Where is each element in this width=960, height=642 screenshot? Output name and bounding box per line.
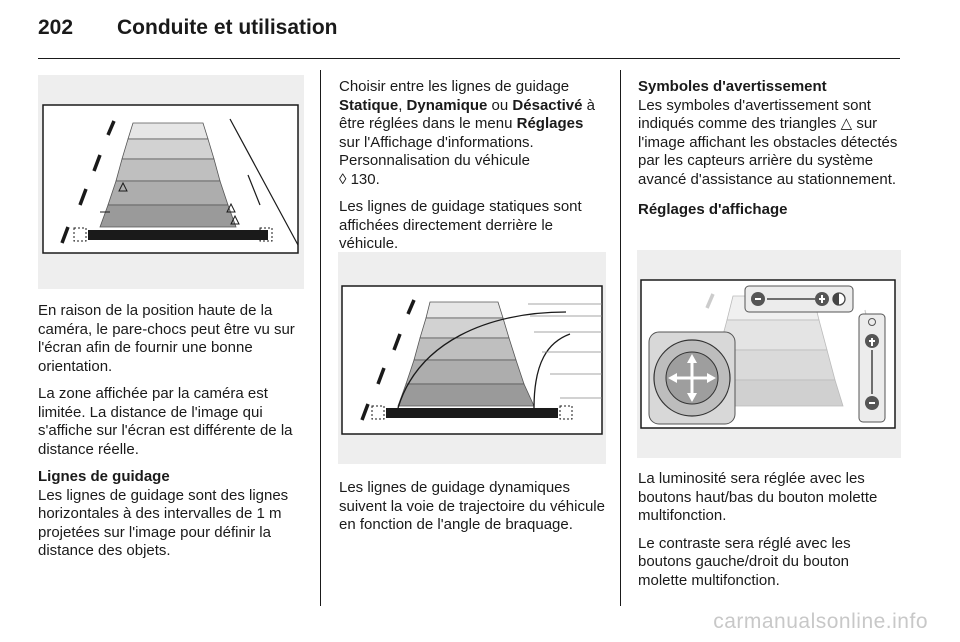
column-3: Symboles d'avertissement Les symboles d'… xyxy=(638,78,902,220)
column-3-lower: La luminosité sera réglée avec les bouto… xyxy=(638,470,902,599)
column-2-lower: Les lignes de guidage dynamiques suivent… xyxy=(339,479,607,544)
paragraph-guidelines: Les lignes de guidage sont des lignes ho… xyxy=(38,486,289,560)
paragraph-brightness: La luminosité sera réglée avec les bouto… xyxy=(638,470,878,524)
paragraph-static-guidelines: Les lignes de guidage statiques sont aff… xyxy=(339,198,582,252)
paragraph-camera-area: La zone affichée par la caméra est limit… xyxy=(38,385,293,458)
column-divider-1 xyxy=(320,70,321,606)
page-reference: 130. xyxy=(350,170,380,188)
column-1: En raison de la position haute de la cam… xyxy=(38,302,306,570)
paragraph-dynamic-guidelines: Les lignes de guidage dynamiques suivent… xyxy=(339,479,605,533)
column-2: Choisir entre les lignes de guidage Stat… xyxy=(339,78,607,263)
figure-dynamic-guidelines xyxy=(338,252,606,464)
menu-settings: Réglages xyxy=(516,115,584,132)
paragraph-guideline-options: Choisir entre les lignes de guidage Stat… xyxy=(339,78,595,188)
paragraph-contrast: Le contraste sera réglé avec les boutons… xyxy=(638,534,851,589)
column-divider-2 xyxy=(620,70,621,606)
paragraph-warning-symbols: Les symboles d'avertissement sont indiqu… xyxy=(638,96,898,188)
paragraph-camera-position: En raison de la position haute de la cam… xyxy=(38,302,295,375)
heading-display-settings: Réglages d'affichage xyxy=(638,201,788,218)
option-dynamic: Dynamique xyxy=(406,96,488,114)
page-number: 202 xyxy=(38,16,74,39)
header-rule xyxy=(38,58,900,59)
page-reference-icon: ◊ xyxy=(339,170,347,188)
watermark: carmanualsonline.info xyxy=(713,610,928,633)
option-off: Désactivé xyxy=(512,96,583,114)
heading-guidelines: Lignes de guidage xyxy=(38,468,170,485)
option-static: Statique xyxy=(339,96,399,114)
figure-static-guidelines xyxy=(38,75,304,289)
figure-display-settings xyxy=(637,250,901,458)
page-title: Conduite et utilisation xyxy=(117,16,338,39)
triangle-icon: △ xyxy=(840,115,853,132)
heading-warning-symbols: Symboles d'avertissement xyxy=(638,78,827,95)
